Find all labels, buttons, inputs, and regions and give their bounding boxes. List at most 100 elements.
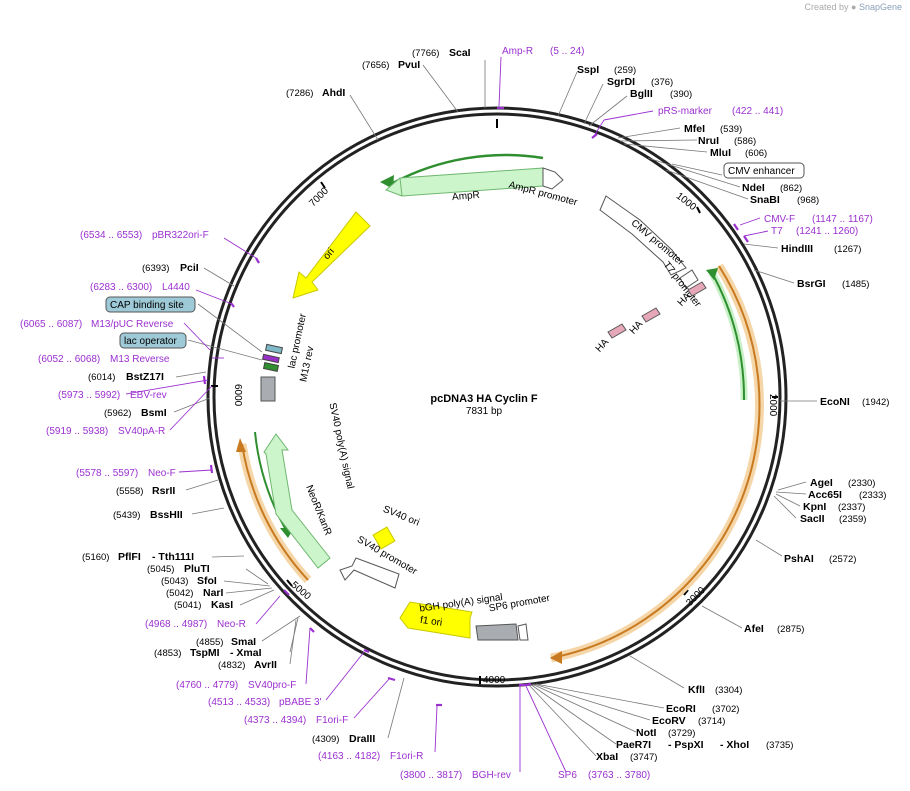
primer-range-amp-r: (5 .. 24): [550, 46, 584, 57]
primer-marks: [202, 106, 749, 707]
site-pos-nrui: (586): [734, 136, 756, 147]
lac-operator-label: lac operator: [124, 336, 177, 347]
sv40-promoter-feature: [339, 557, 400, 589]
ampr-promoter-feature: [542, 167, 564, 190]
boxed-labels: CMV enhancer CAP binding site lac operat…: [105, 162, 805, 349]
insert-orf-arrowhead: [706, 268, 718, 280]
primer-range-prs-marker: (422 .. 441): [732, 106, 783, 117]
cmv-promoter-label: CMV promoter: [629, 218, 686, 269]
plasmid-name: pcDNA3 HA Cyclin F: [430, 393, 537, 405]
insert-orf-band: [708, 271, 748, 401]
ha-label-2: HA: [628, 319, 646, 337]
restriction-sites: (7766) ScaI (7656) PvuI (7286) AhdI SspI…: [82, 47, 889, 763]
primer-name-pbr322ori-f: pBR322ori-F: [152, 230, 209, 241]
backbone-inner: [212, 112, 782, 682]
lac-operator-feature: [264, 343, 284, 355]
cmv-enhancer-box: [723, 162, 805, 179]
scale-ticks: [211, 119, 778, 684]
site-name-bglii: BglII: [630, 88, 653, 100]
site-name-tspmi: TspMI: [190, 647, 220, 659]
site-name-sspi: SspI: [577, 64, 599, 76]
primer-range-bgh-rev: (3800 .. 3817): [400, 770, 462, 781]
cds-band: [550, 263, 765, 663]
insert-orf-line: [711, 272, 746, 401]
site-pos-mfei: (539): [720, 124, 742, 135]
cds-arrowhead: [550, 651, 562, 664]
primer-range-m13rev: (6052 .. 6068): [38, 354, 100, 365]
site-name-bsshii: BssHII: [150, 509, 183, 521]
primer-range-t7: (1241 .. 1260): [796, 226, 858, 237]
site-name-pcii: PciI: [180, 262, 199, 274]
sp6-promoter-feature: [517, 623, 529, 641]
primers: Amp-R (5 .. 24) pRS-marker (422 .. 441) …: [20, 46, 873, 781]
tick-label-6000: 6000: [232, 384, 243, 407]
site-pos-bsrgi: (1485): [842, 279, 869, 290]
site-name-hindiii: HindIII: [781, 243, 813, 255]
site-name-kpni: KpnI: [803, 501, 826, 513]
primer-range-sp6: (3763 .. 3780): [588, 770, 650, 781]
site-name-pvui: PvuI: [398, 59, 420, 71]
ha-tag-1: [687, 281, 707, 297]
site-pos-nari: (5042): [166, 588, 193, 599]
site-pos-kasi: (5041): [174, 600, 201, 611]
cmv-enhancer-label: CMV enhancer: [728, 166, 795, 177]
site-pos-avrii: (4832): [218, 660, 245, 671]
f1-ori-feature: [399, 601, 473, 639]
tick-label-4000: 4000: [483, 675, 506, 686]
ha-tag-2: [641, 307, 661, 323]
site-pos-bsshii: (5439): [113, 510, 140, 521]
primer-name-ebv-rev: EBV-rev: [130, 390, 167, 401]
site-pos-ecori: (3702): [712, 704, 739, 715]
neo-cds-arrowhead: [236, 438, 246, 452]
plasmid-size: 7831 bp: [466, 406, 503, 417]
primer-name-cmv-f: CMV-F: [764, 214, 795, 225]
site-name-pflfi: PflFI: [118, 551, 141, 563]
site-pos-econi: (1942): [862, 397, 889, 408]
primer-name-pbabe3: pBABE 3': [279, 697, 322, 708]
site-name-sfoi: SfoI: [197, 575, 217, 587]
site-pos-afei: (2875): [777, 624, 804, 635]
primer-range-ebv-rev: (5973 .. 5992): [58, 390, 120, 401]
tick-label-7000: 7000: [307, 185, 331, 209]
site-pos-sfoi: (5043): [161, 576, 188, 587]
site-pos-ahdi: (7286): [286, 88, 313, 99]
primer-name-sv40pro-f: SV40pro-F: [248, 680, 296, 691]
primer-name-amp-r: Amp-R: [502, 46, 533, 57]
ori-feature: [292, 211, 371, 299]
site-name-paer7i: PaeR7I: [616, 739, 651, 751]
site-name-draiii: DraIII: [349, 733, 375, 745]
primer-name-l4440: L4440: [162, 282, 190, 293]
site-name-pspxi: - PspXI: [668, 739, 704, 751]
site-pos-rsrii: (5558): [116, 486, 143, 497]
bgh-polya-feature: [475, 623, 519, 641]
primer-range-neo-f: (5578 .. 5597): [76, 468, 138, 479]
sv40-ori-label: SV40 ori: [381, 504, 421, 529]
site-name-ndei: NdeI: [742, 182, 765, 194]
site-name-ecori: EcoRI: [666, 703, 696, 715]
lac-promoter-feature: [262, 362, 280, 372]
site-pos-bsmi: (5962): [104, 408, 131, 419]
t7-promoter-feature: [679, 269, 699, 289]
cap-binding-site-box: [105, 296, 196, 313]
site-name-ahdi: AhdI: [322, 87, 345, 99]
site-name-noti: NotI: [636, 727, 656, 739]
site-name-nrui: NruI: [698, 135, 719, 147]
site-pos-pflfi: (5160): [82, 552, 109, 563]
site-name-xbai: XbaI: [596, 751, 618, 763]
sv40-polya-label: SV40 poly(A) signal: [326, 402, 355, 490]
ori-label: ori: [321, 246, 337, 262]
snapgene-logo-icon: ●: [851, 2, 857, 12]
site-pos-ndei: (862): [780, 183, 802, 194]
site-pos-kpni: (2337): [838, 502, 865, 513]
site-pos-pcii: (6393): [142, 263, 169, 274]
sv40-ori-feature: [372, 526, 396, 550]
primer-name-f1ori-r: F1ori-R: [390, 751, 423, 762]
cds-line: [550, 265, 761, 659]
f1-ori-label: f1 ori: [419, 615, 443, 629]
site-pos-smai: (4855): [196, 637, 223, 648]
primer-range-pbabe3: (4513 .. 4533): [208, 697, 270, 708]
site-name-kfli: KflI: [688, 684, 705, 696]
m13-rev-feature: [261, 353, 280, 364]
site-pos-bstz17i: (6014): [88, 372, 115, 383]
